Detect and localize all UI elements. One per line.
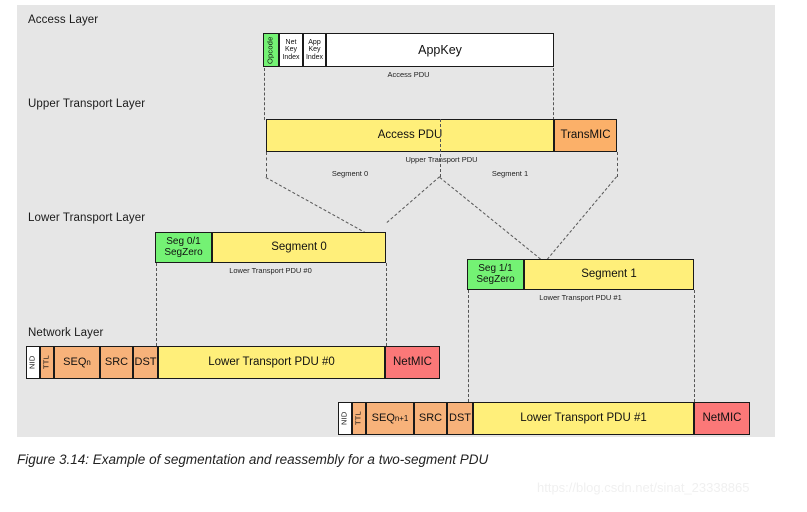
figure-caption: Figure 3.14: Example of segmentation and…	[17, 452, 489, 467]
net-pdu1-seq-label: SEQ	[371, 412, 395, 425]
guide-line-upper-mid	[440, 119, 441, 177]
net-pdu1-field-payload: Lower Transport PDU #1	[473, 402, 694, 435]
access-field-appkey: AppKey	[326, 33, 554, 67]
layer-label-network: Network Layer	[28, 327, 104, 339]
net-pdu1-field-dst: DST	[447, 402, 473, 435]
guide-line-lower1-left	[468, 290, 469, 402]
net-pdu0-field-payload: Lower Transport PDU #0	[158, 346, 385, 379]
lower-pdu1-seg-line2: SegZero	[476, 273, 515, 285]
guide-line-access-right	[553, 68, 554, 120]
net-pdu1-seq-subscript: n+1	[394, 413, 409, 423]
layer-label-access: Access Layer	[28, 14, 99, 26]
net-pdu1-field-ttl: TTL	[352, 402, 366, 435]
guide-line-lower0-left	[156, 263, 157, 346]
lower-pdu0-caption: Lower Transport PDU #0	[229, 266, 312, 275]
net-pdu1-field-nid: NID	[338, 402, 352, 435]
net-pdu1-field-netmic: NetMIC	[694, 402, 750, 435]
lower-pdu1-field-seg-header: Seg 1/1 SegZero	[467, 259, 524, 290]
guide-line-lower1-right	[694, 290, 695, 402]
guide-line-upper-right	[617, 152, 618, 177]
net-pdu0-field-dst: DST	[133, 346, 158, 379]
net-pdu1-field-src: SRC	[414, 402, 447, 435]
lower-pdu0-seg-line1: Seg 0/1	[166, 236, 201, 247]
lower-pdu0-field-segment: Segment 0	[212, 232, 386, 263]
net-pdu0-seq-label: SEQ	[63, 356, 87, 369]
net-pdu0-field-netmic: NetMIC	[385, 346, 440, 379]
net-pdu0-seq-subscript: n	[86, 357, 91, 367]
net-pdu0-field-nid: NID	[26, 346, 40, 379]
lower-pdu1-seg-line1: Seg 1/1	[478, 263, 513, 274]
layer-label-lower-transport: Lower Transport Layer	[28, 212, 146, 224]
upper-field-access-pdu: Access PDU	[266, 119, 554, 152]
net-pdu0-field-ttl: TTL	[40, 346, 54, 379]
upper-field-transmic: TransMIC	[554, 119, 617, 152]
guide-line-access-left	[264, 68, 265, 120]
lower-pdu1-field-segment: Segment 1	[524, 259, 694, 290]
upper-transport-pdu-caption: Upper Transport PDU	[405, 155, 478, 164]
lower-pdu0-seg-line2: SegZero	[164, 246, 203, 258]
lower-pdu0-field-seg-header: Seg 0/1 SegZero	[155, 232, 212, 263]
access-field-opcode: Opcode	[263, 33, 279, 67]
layer-label-upper-transport: Upper Transport Layer	[28, 98, 146, 110]
guide-line-lower0-right	[386, 263, 387, 346]
watermark: https://blog.csdn.net/sinat_23338865	[537, 480, 750, 495]
net-pdu0-field-src: SRC	[100, 346, 133, 379]
lower-pdu1-caption: Lower Transport PDU #1	[539, 293, 622, 302]
segment-1-label: Segment 1	[491, 169, 529, 178]
access-field-app-key-index: App Key Index	[303, 33, 326, 67]
segment-0-label: Segment 0	[331, 169, 369, 178]
guide-line-upper-left	[266, 152, 267, 177]
access-pdu-caption: Access PDU	[387, 70, 430, 79]
access-field-net-key-index: Net Key Index	[279, 33, 303, 67]
